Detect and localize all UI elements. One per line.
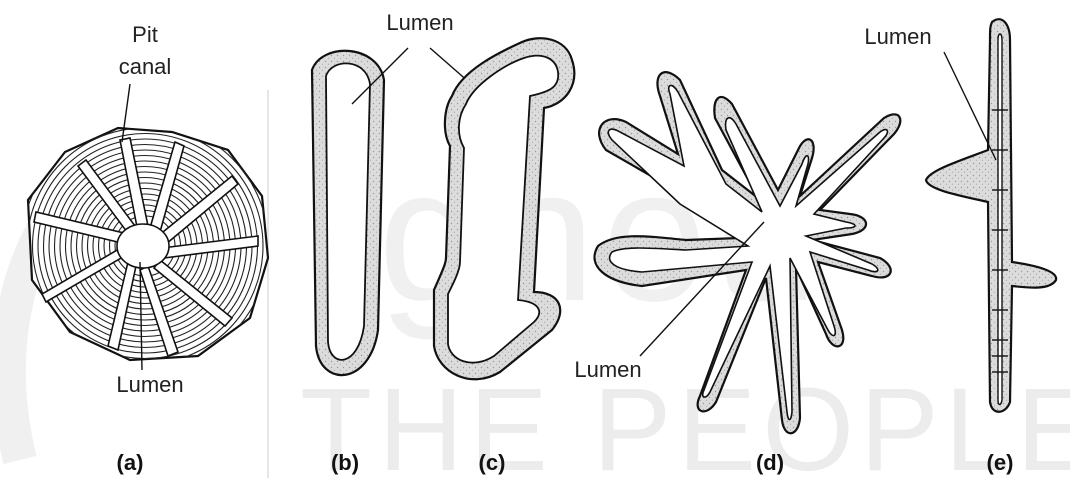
watermark-tagline: THE PEOPLE'S [300, 364, 1070, 478]
cell-b-lumen [326, 63, 370, 359]
caption-e: (e) [987, 450, 1014, 475]
cell-e-wall [926, 19, 1056, 412]
caption-b: (b) [331, 450, 359, 475]
caption-c: (c) [479, 450, 506, 475]
lumen-label-e: Lumen [864, 24, 931, 49]
caption-a: (a) [117, 450, 144, 475]
lumen-label-bc: Lumen [386, 10, 453, 35]
figure-a: Pit canal Lumen (a) [0, 22, 291, 475]
cell-e-lumen [998, 34, 1002, 405]
lumen-label-d: Lumen [574, 357, 641, 382]
caption-d: (d) [756, 450, 784, 475]
pit-label: Pit [132, 22, 158, 47]
canal-label: canal [119, 54, 172, 79]
lumen-label-a: Lumen [116, 372, 183, 397]
